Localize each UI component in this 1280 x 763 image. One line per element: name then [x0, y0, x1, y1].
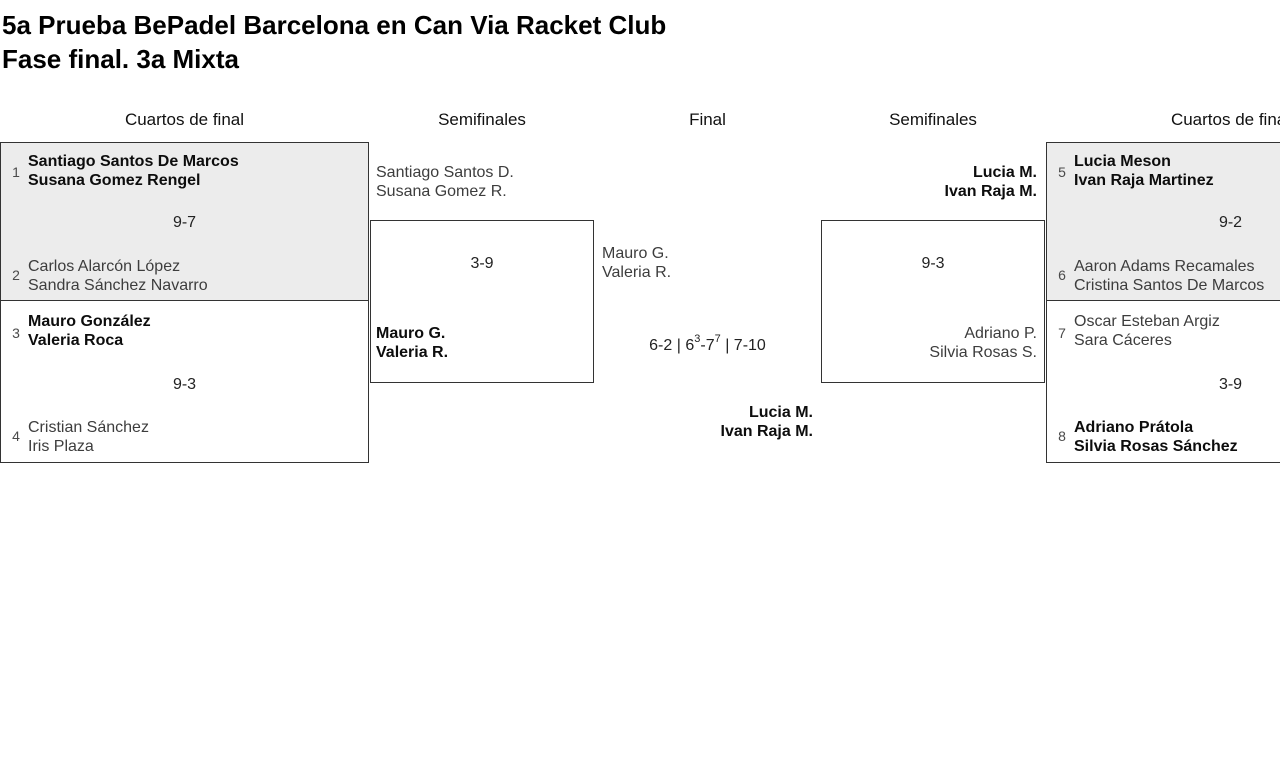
match-score: 9-3 [172, 376, 197, 393]
set-score: -7 [700, 337, 715, 354]
seed-number: 1 [12, 164, 20, 180]
player-name: Sandra Sánchez Navarro [28, 277, 208, 294]
team-pair: Santiago Santos D. Susana Gomez R. [376, 163, 514, 201]
team-pair: Lucia M. Ivan Raja M. [829, 163, 1037, 201]
team-pair: Oscar Esteban Argiz Sara Cáceres [1074, 312, 1220, 350]
set-score: 7-10 [733, 337, 766, 354]
team-pair: Aaron Adams Recamales Cristina Santos De… [1074, 257, 1264, 295]
seed-number: 5 [1058, 164, 1066, 180]
player-name: Ivan Raja Martinez [1074, 172, 1214, 189]
tournament-subtitle: Fase final. 3a Mixta [2, 44, 239, 74]
player-name: Mauro González [28, 313, 151, 330]
match-score: 9-7 [172, 214, 197, 231]
match-sf1-box: 3-9 [370, 220, 594, 383]
player-name: Iris Plaza [28, 438, 94, 455]
round-header-left-quarterfinals: Cuartos de final [124, 110, 245, 129]
tournament-title: 5a Prueba BePadel Barcelona en Can Via R… [2, 10, 667, 40]
player-name: Adriano P. [964, 325, 1037, 342]
player-name: Susana Gomez Rengel [28, 172, 201, 189]
seed-number: 6 [1058, 267, 1066, 283]
match-score: 9-2 [1218, 214, 1243, 231]
player-name: Silvia Rosas S. [929, 344, 1037, 361]
player-name: Valeria Roca [28, 332, 124, 349]
final-match-score: 6-2 | 63-77 | 7-10 [594, 332, 821, 355]
tiebreak-score: 7 [714, 332, 721, 345]
match-score: 3-9 [470, 255, 494, 272]
player-name: Adriano Prátola [1074, 419, 1194, 436]
player-name: Lucia Meson [1074, 153, 1171, 170]
player-name: Oscar Esteban Argiz [1074, 313, 1220, 330]
player-name: Valeria R. [602, 264, 672, 281]
match-qf4: 7 Oscar Esteban Argiz Sara Cáceres 3-9 8… [1046, 300, 1280, 463]
match-qf1: 1 Santiago Santos De Marcos Susana Gomez… [0, 142, 369, 301]
player-name: Aaron Adams Recamales [1074, 258, 1255, 275]
team-pair: Adriano Prátola Silvia Rosas Sánchez [1074, 418, 1238, 456]
player-name: Lucia M. [972, 164, 1037, 181]
player-name: Valeria R. [376, 344, 449, 361]
seed-number: 7 [1058, 325, 1066, 341]
seed-number: 4 [12, 428, 20, 444]
tiebreak-score: 3 [694, 332, 701, 345]
team-pair: Carlos Alarcón López Sandra Sánchez Nava… [28, 257, 208, 295]
page-title-block: 5a Prueba BePadel Barcelona en Can Via R… [2, 8, 666, 76]
player-name: Santiago Santos De Marcos [28, 153, 239, 170]
player-name: Lucia M. [748, 404, 813, 421]
team-pair: Mauro G. Valeria R. [602, 244, 671, 282]
team-pair: Lucia Meson Ivan Raja Martinez [1074, 152, 1214, 190]
round-header-right-quarterfinals: Cuartos de final [1170, 110, 1280, 129]
match-score: 3-9 [1218, 376, 1243, 393]
player-name: Ivan Raja M. [944, 183, 1037, 200]
set-score: 6 [685, 337, 695, 354]
score-separator: | [725, 337, 730, 354]
team-pair: Santiago Santos De Marcos Susana Gomez R… [28, 152, 239, 190]
match-qf2: 3 Mauro González Valeria Roca 9-3 4 Cris… [0, 300, 369, 463]
team-pair: Mauro González Valeria Roca [28, 312, 151, 350]
seed-number: 2 [12, 267, 20, 283]
team-pair: Mauro G. Valeria R. [376, 324, 448, 362]
team-pair: Cristian Sánchez Iris Plaza [28, 418, 149, 456]
team-pair: Adriano P. Silvia Rosas S. [829, 324, 1037, 362]
match-sf2-box: 9-3 [821, 220, 1045, 383]
player-name: Ivan Raja M. [720, 423, 813, 440]
round-header-final: Final [689, 110, 726, 129]
set-score: 6-2 [649, 337, 673, 354]
match-score: 9-3 [921, 255, 945, 272]
player-name: Susana Gomez R. [376, 183, 507, 200]
round-header-left-semifinals: Semifinales [438, 110, 526, 129]
player-name: Cristina Santos De Marcos [1074, 277, 1265, 294]
player-name: Mauro G. [376, 325, 446, 342]
seed-number: 3 [12, 325, 20, 341]
score-separator: | [676, 337, 681, 354]
player-name: Santiago Santos D. [376, 164, 514, 181]
round-header-right-semifinals: Semifinales [889, 110, 977, 129]
player-name: Carlos Alarcón López [28, 258, 181, 275]
player-name: Mauro G. [602, 245, 669, 262]
player-name: Cristian Sánchez [28, 419, 149, 436]
match-qf3: 5 Lucia Meson Ivan Raja Martinez 9-2 6 A… [1046, 142, 1280, 301]
player-name: Sara Cáceres [1074, 332, 1172, 349]
team-pair: Lucia M. Ivan Raja M. [594, 403, 813, 441]
player-name: Silvia Rosas Sánchez [1074, 438, 1238, 455]
seed-number: 8 [1058, 428, 1066, 444]
